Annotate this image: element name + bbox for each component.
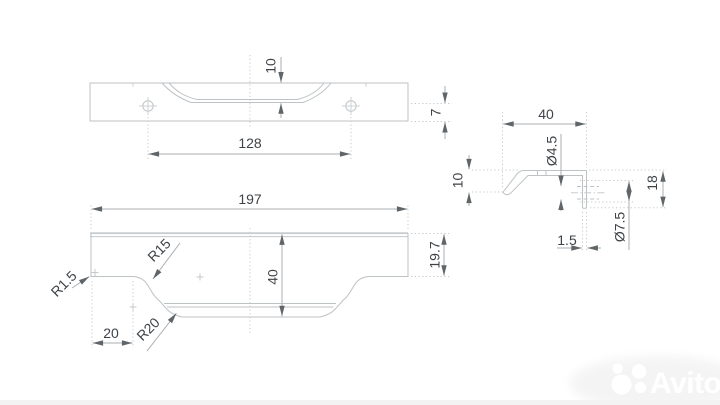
dim-label-40-profile: 40 (538, 106, 554, 122)
plan-left-transition (132, 276, 183, 318)
watermark: Avito (0, 356, 720, 405)
dim-plan-length: 197 (90, 191, 409, 229)
dim-label-10-profile: 10 (450, 173, 466, 189)
radius-center-marks (91, 269, 204, 311)
profile-outline (502, 170, 587, 209)
photo-bottom-strip (0, 400, 720, 405)
dim-plan-end-flat: 20 (91, 281, 134, 348)
dim-label-dia-4-5: Ø4.5 (544, 136, 560, 167)
dim-label-1-5: 1.5 (557, 232, 577, 248)
watermark-brand-text: Avito (650, 367, 720, 400)
plan-right-transition (319, 276, 370, 318)
dim-profile-width: 40 (502, 106, 587, 188)
profile-view (502, 170, 606, 209)
front-view (89, 55, 409, 127)
profile-topwall-hole (537, 171, 547, 176)
dim-label-128: 128 (238, 135, 262, 151)
dim-plan-middle-depth: 40 (265, 234, 285, 317)
dim-label-197: 197 (238, 191, 262, 207)
dim-front-scoop-depth: 10 (263, 57, 284, 118)
dim-label-r20: R20 (133, 314, 163, 344)
plan-left-edge (90, 233, 133, 277)
profile-hole-hidden-lines (577, 186, 599, 200)
dim-label-10-front: 10 (263, 58, 279, 74)
avito-logo-icon (611, 363, 647, 395)
dim-front-flange-height: 7 (411, 86, 452, 139)
dim-label-18: 18 (644, 175, 660, 191)
dim-label-7: 7 (428, 108, 444, 116)
front-hole-left (139, 97, 157, 115)
dim-label-19-7: 19.7 (427, 241, 443, 268)
dim-profile-height: 18 (590, 171, 667, 209)
dim-profile-hook-height: 10 (450, 155, 667, 206)
dim-plan-end-depth: 19.7 (411, 233, 450, 277)
dim-profile-hole-dia: Ø4.5 (544, 134, 564, 211)
front-scoop (161, 82, 332, 103)
watermark-halo (570, 356, 720, 405)
dim-front-hole-spacing: 128 (147, 117, 352, 159)
dim-profile-wall-thickness: 1.5 (557, 212, 601, 252)
dim-profile-counterbore-dia: Ø7.5 (580, 180, 634, 250)
dim-label-r1-5: R1.5 (48, 267, 80, 299)
dim-label-20: 20 (103, 325, 119, 341)
dim-label-r15: R15 (144, 235, 174, 265)
plan-view (90, 228, 409, 334)
plan-right-edge (369, 233, 409, 277)
front-outline (89, 82, 409, 122)
front-hole-right (342, 97, 360, 115)
dim-label-40-plan: 40 (265, 269, 281, 285)
dim-label-dia-7-5: Ø7.5 (612, 212, 628, 243)
